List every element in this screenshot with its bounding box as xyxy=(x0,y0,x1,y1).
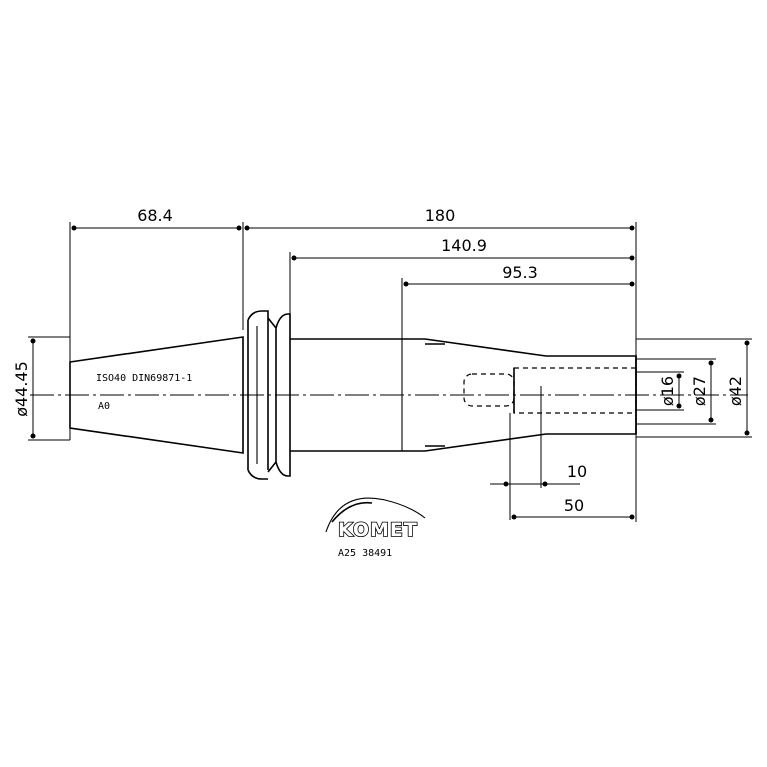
dim-10-text: 10 xyxy=(567,462,587,481)
dim-68-4-arrow-right xyxy=(236,225,242,231)
komet-logo-swoosh xyxy=(331,501,373,523)
dim-dia-42-text: ø42 xyxy=(726,376,745,406)
dim-10-arrow-right xyxy=(542,481,548,487)
taper-spec-label: ISO40 DIN69871-1 xyxy=(96,373,192,384)
dim-dia-27-arrow-top xyxy=(708,360,714,366)
dim-180-arrow-right xyxy=(629,225,635,231)
dim-140-9-text: 140.9 xyxy=(441,236,487,255)
dim-180-arrow-left xyxy=(244,225,250,231)
dim-68-4-arrow-left xyxy=(71,225,77,231)
dim-dia-44-arrow-bottom xyxy=(30,433,36,439)
dim-140-9-arrow-left xyxy=(291,255,297,261)
dim-dia-44-text: ø44.45 xyxy=(12,361,31,417)
dim-50-arrow-left xyxy=(511,514,517,520)
bore-inner-hidden xyxy=(513,367,637,414)
dim-dia-27-arrow-bottom xyxy=(708,417,714,423)
dim-140-9-arrow-right xyxy=(629,255,635,261)
bore-hidden-outline xyxy=(463,373,515,407)
dim-180-text: 180 xyxy=(425,206,456,225)
flange xyxy=(247,310,269,480)
dim-95-3-arrow-right xyxy=(629,281,635,287)
dim-10-arrow-left xyxy=(503,481,509,487)
part-number: A25 38491 xyxy=(338,548,392,559)
dim-dia-42-arrow-top xyxy=(744,340,750,346)
dim-dia-16-arrow-top xyxy=(676,373,682,379)
dim-dia-42-arrow-bottom xyxy=(744,430,750,436)
dim-50-text: 50 xyxy=(564,496,584,515)
dim-dia-16-text: ø16 xyxy=(658,376,677,406)
dim-50-arrow-right xyxy=(629,514,635,520)
v-groove xyxy=(267,313,291,477)
dim-95-3-arrow-left xyxy=(403,281,409,287)
komet-logo-text: KOMET xyxy=(338,519,418,541)
dim-dia-16-arrow-bottom xyxy=(676,403,682,409)
dim-dia-27-text: ø27 xyxy=(690,376,709,406)
taper-form-label: A0 xyxy=(98,401,110,412)
dim-95-3-text: 95.3 xyxy=(502,263,538,282)
komet-logo-arc xyxy=(325,497,426,533)
dim-68-4-text: 68.4 xyxy=(137,206,173,225)
dim-dia-44-arrow-top xyxy=(30,338,36,344)
